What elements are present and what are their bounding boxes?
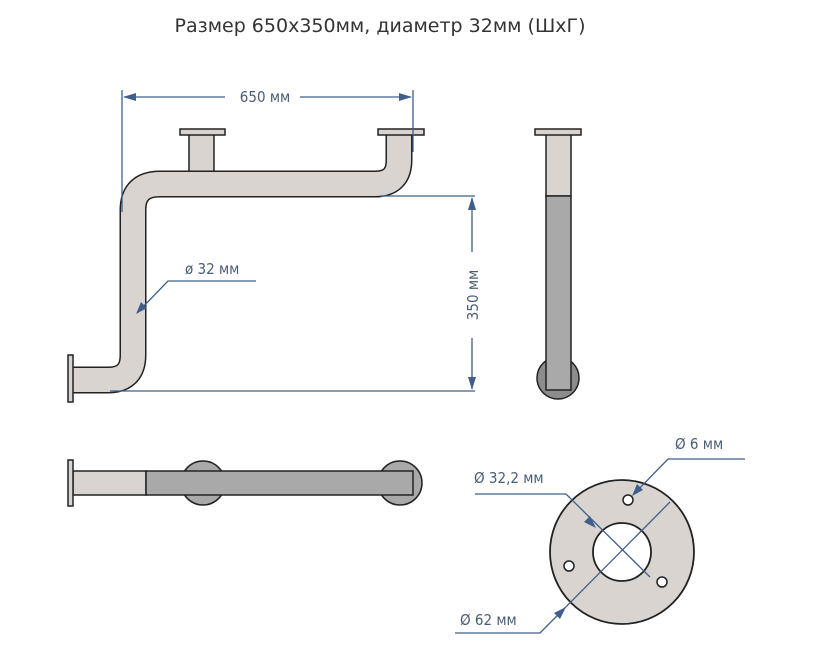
bottom-view bbox=[67, 459, 423, 507]
side-view bbox=[534, 128, 582, 400]
side-flange bbox=[67, 354, 74, 403]
flange-view: Ø 6 мм Ø 32,2 мм Ø 62 мм bbox=[455, 435, 745, 634]
mount-hole bbox=[656, 576, 668, 588]
top-flange-left bbox=[179, 128, 226, 136]
mount-hole bbox=[563, 560, 575, 572]
drawing-title: Размер 650x350мм, диаметр 32мм (ШхГ) bbox=[174, 15, 585, 37]
inner-diameter-label: Ø 32,2 мм bbox=[474, 469, 544, 487]
outer-diameter-label: Ø 62 мм bbox=[460, 611, 517, 629]
pipe-body bbox=[73, 134, 411, 392]
hole-diameter-label: Ø 6 мм bbox=[675, 435, 723, 453]
front-view: 650 мм 350 мм ø 32 мм bbox=[67, 88, 482, 403]
center-hole bbox=[592, 522, 652, 582]
height-dimension-label: 350 мм bbox=[464, 270, 482, 320]
top-flange-right bbox=[377, 128, 425, 136]
mount-stem bbox=[188, 133, 215, 175]
diameter-label: ø 32 мм bbox=[185, 260, 239, 278]
width-dimension-label: 650 мм bbox=[240, 88, 290, 106]
mount-hole bbox=[622, 494, 634, 506]
